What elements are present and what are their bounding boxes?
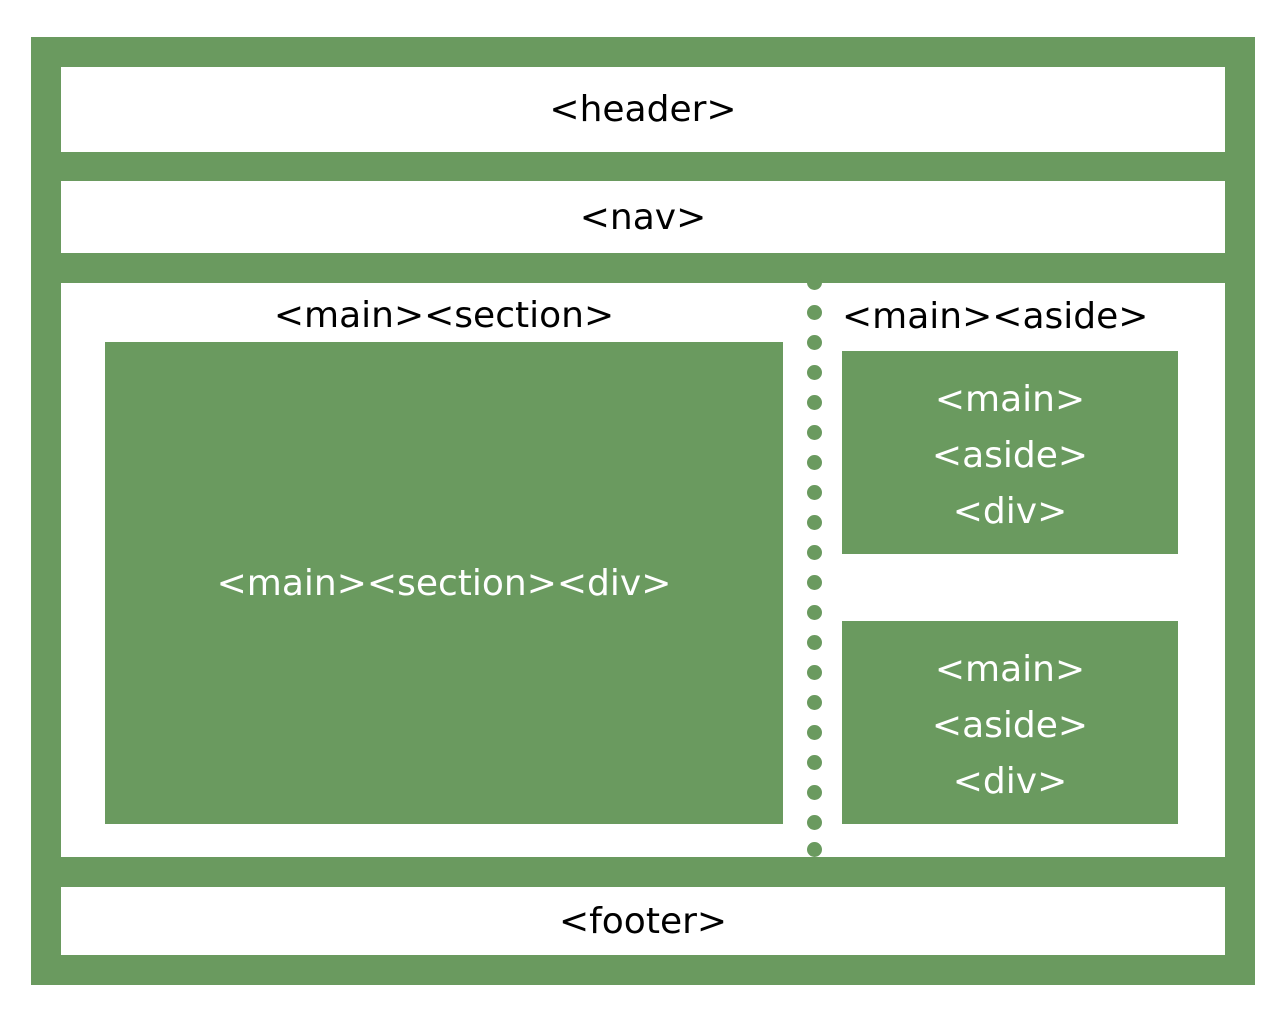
main-section-div-label: <main><section><div>	[216, 562, 672, 604]
aside-div-2-line-1: <main>	[934, 649, 1086, 690]
main-aside-label: <main><aside>	[842, 296, 1149, 337]
main-section-label: <main><section>	[273, 295, 615, 336]
aside-div-1: <main> <aside> <div>	[842, 351, 1178, 554]
footer-label: <footer>	[558, 900, 728, 942]
aside-div-1-line-3: <div>	[952, 491, 1068, 532]
footer-region: <footer>	[61, 887, 1225, 955]
aside-div-2: <main> <aside> <div>	[842, 621, 1178, 824]
nav-label: <nav>	[579, 196, 707, 238]
main-section-div: <main><section><div>	[105, 342, 783, 824]
header-region: <header>	[61, 67, 1225, 152]
aside-div-1-line-1: <main>	[934, 379, 1086, 420]
aside-div-1-line-2: <aside>	[931, 435, 1089, 476]
aside-div-2-line-2: <aside>	[931, 705, 1089, 746]
nav-region: <nav>	[61, 181, 1225, 253]
aside-div-2-line-3: <div>	[952, 761, 1068, 802]
header-label: <header>	[549, 89, 737, 130]
